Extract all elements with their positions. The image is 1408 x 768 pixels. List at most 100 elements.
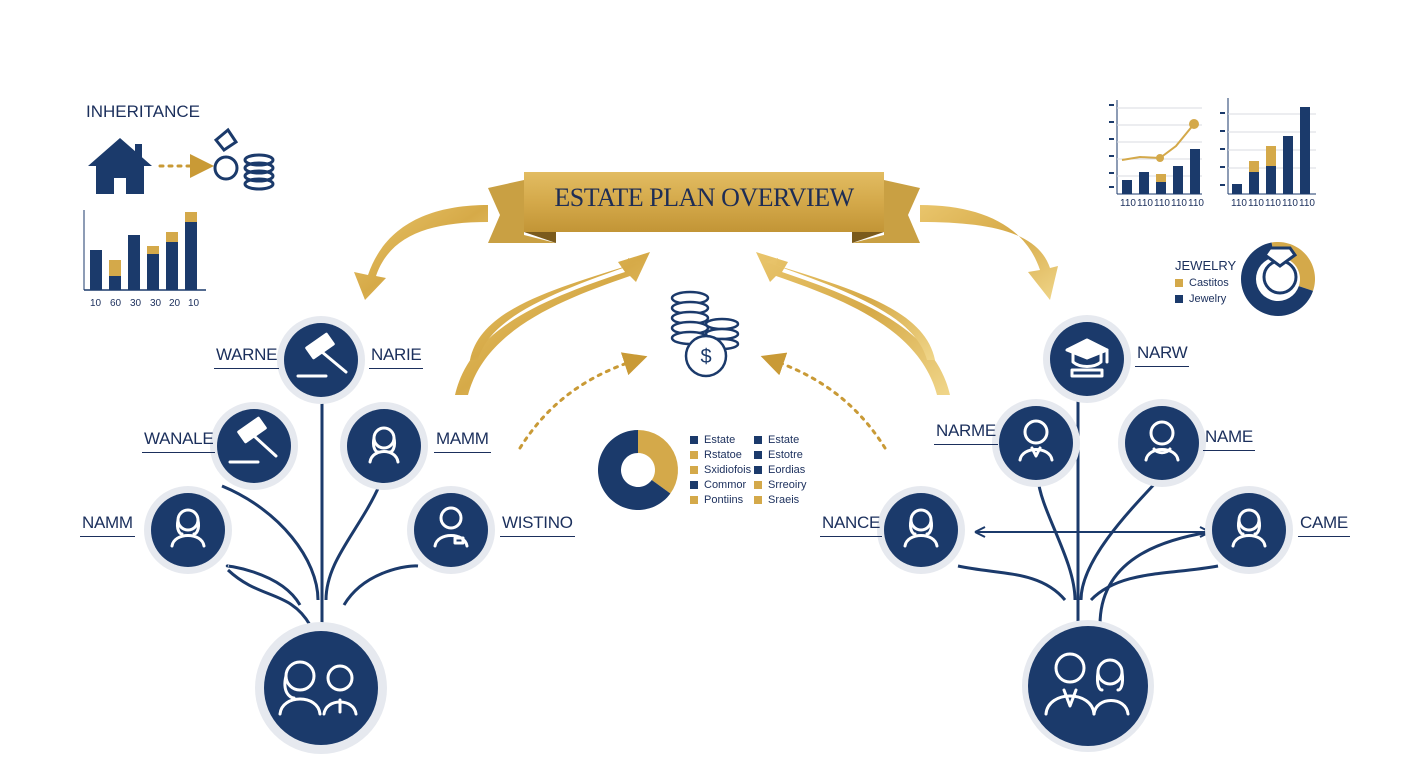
legend-swatch bbox=[1175, 295, 1183, 303]
legend-swatch bbox=[690, 436, 698, 444]
tick-label: 110 bbox=[1248, 198, 1264, 209]
banner-title: ESTATE PLAN OVERVIEW bbox=[554, 183, 854, 212]
couple-icon bbox=[278, 660, 358, 716]
legend-swatch bbox=[754, 451, 762, 459]
legend-label: Sxidiofois bbox=[704, 464, 752, 476]
bar bbox=[1266, 166, 1276, 194]
legend-label: Estate bbox=[704, 434, 736, 446]
right-chart-b bbox=[1220, 98, 1316, 195]
legend-item: Commor bbox=[690, 479, 746, 491]
node-label: NANCE bbox=[820, 513, 883, 537]
legend-item: Pontiins bbox=[690, 494, 743, 506]
tick-label: 110 bbox=[1299, 198, 1315, 209]
legend-label: Jewelry bbox=[1189, 293, 1227, 305]
tick-label: 60 bbox=[110, 298, 122, 309]
tick-label: 30 bbox=[150, 298, 162, 309]
legend-item: Sraeis bbox=[754, 494, 799, 506]
tick-label: 110 bbox=[1171, 198, 1187, 209]
bar bbox=[1190, 149, 1200, 194]
legend-label: Castitos bbox=[1189, 277, 1229, 289]
inheritance-title: INHERITANCE bbox=[86, 102, 200, 121]
bar bbox=[1249, 172, 1259, 194]
left-bar-chart bbox=[83, 210, 206, 291]
legend-item: Eordias bbox=[754, 464, 805, 476]
legend-item: Srreoiry bbox=[754, 479, 807, 491]
bar bbox=[1156, 182, 1166, 194]
house-icon bbox=[88, 138, 152, 194]
legend-label: Sraeis bbox=[768, 494, 800, 506]
bar bbox=[109, 260, 121, 276]
dotted-connectors bbox=[158, 154, 887, 450]
bar bbox=[185, 222, 197, 290]
node-label: NARIE bbox=[369, 345, 424, 369]
legend-item: Estate bbox=[754, 434, 799, 446]
jewelry-legend-item: Castitos bbox=[1175, 277, 1229, 289]
bar bbox=[1156, 174, 1166, 182]
woman-icon bbox=[903, 508, 939, 548]
legend-label: Estate bbox=[768, 434, 800, 446]
left-tree-branches bbox=[221, 392, 419, 640]
legend-item: Estotre bbox=[754, 449, 803, 461]
bar bbox=[1122, 180, 1132, 194]
bar bbox=[128, 235, 140, 290]
node-label: WISTINO bbox=[500, 513, 575, 537]
tick-label: 10 bbox=[90, 298, 102, 309]
right-chart-a bbox=[1109, 100, 1202, 195]
tick-label: 110 bbox=[1154, 198, 1170, 209]
legend-swatch bbox=[754, 466, 762, 474]
diamond-ring-icon bbox=[1262, 246, 1298, 295]
gold-flow-arrows bbox=[354, 205, 1058, 395]
tick-label: 20 bbox=[169, 298, 181, 309]
legend-swatch bbox=[754, 436, 762, 444]
node-label: MAMM bbox=[434, 429, 491, 453]
woman-icon bbox=[170, 508, 206, 548]
woman-icon bbox=[1231, 508, 1267, 548]
bar bbox=[1249, 161, 1259, 172]
legend-item: Sxidiofois bbox=[690, 464, 751, 476]
couple-icon bbox=[1044, 652, 1130, 716]
legend-swatch bbox=[754, 496, 762, 504]
bar bbox=[90, 250, 102, 290]
money-stack-icon: $ bbox=[670, 290, 740, 378]
tick-label: 30 bbox=[130, 298, 142, 309]
tick-label: 10 bbox=[188, 298, 200, 309]
legend-swatch bbox=[690, 451, 698, 459]
person-icon bbox=[1144, 420, 1180, 462]
node-label: WARNE bbox=[214, 345, 280, 369]
svg-text:$: $ bbox=[700, 346, 711, 368]
tick-label: 110 bbox=[1282, 198, 1298, 209]
tick-label: 110 bbox=[1188, 198, 1204, 209]
jewelry-title: JEWELRY bbox=[1175, 258, 1237, 273]
bar bbox=[166, 242, 178, 290]
bar bbox=[1173, 166, 1183, 194]
ring-and-coins-icon bbox=[213, 127, 275, 191]
legend-swatch bbox=[690, 466, 698, 474]
tick-label: 110 bbox=[1120, 198, 1136, 209]
donut-slice bbox=[597, 430, 671, 510]
node-label: NARW bbox=[1135, 343, 1190, 367]
legend-label: Commor bbox=[704, 479, 747, 491]
bar bbox=[166, 232, 178, 242]
bar bbox=[147, 246, 159, 254]
bar bbox=[1266, 146, 1276, 166]
jewelry-legend-item: Jewelry bbox=[1175, 293, 1226, 305]
bar bbox=[1139, 172, 1149, 194]
bar bbox=[1300, 107, 1310, 194]
man-icon bbox=[433, 506, 469, 548]
tick-label: 110 bbox=[1231, 198, 1247, 209]
center-donut-chart bbox=[597, 430, 678, 510]
node-label: CAME bbox=[1298, 513, 1350, 537]
node-label: WANALE bbox=[142, 429, 216, 453]
tick-label: 110 bbox=[1137, 198, 1153, 209]
legend-item: Estate bbox=[690, 434, 735, 446]
gavel-icon bbox=[228, 416, 278, 464]
right-tree-branches bbox=[957, 392, 1219, 626]
graduation-cap-icon bbox=[1065, 338, 1109, 378]
legend-label: Estotre bbox=[768, 449, 803, 461]
legend-swatch bbox=[754, 481, 762, 489]
legend-label: Srreoiry bbox=[768, 479, 807, 491]
bar bbox=[1232, 184, 1242, 194]
bar bbox=[185, 212, 197, 222]
gavel-icon bbox=[296, 332, 348, 378]
